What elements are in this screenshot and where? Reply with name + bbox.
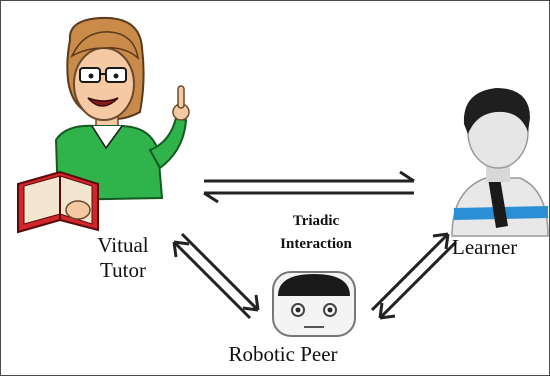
- virtual-tutor-illustration: [17, 16, 190, 234]
- arrows: [172, 170, 458, 320]
- triadic-interaction-label: Triadic Interaction: [240, 210, 392, 256]
- arrow-tutor-learner: [203, 170, 415, 204]
- tutor-label-line-1: Vitual: [97, 233, 149, 257]
- learner-label: Learner: [452, 235, 518, 259]
- robotic-peer-label: Robotic Peer: [228, 342, 338, 366]
- center-label-line-1: Triadic: [292, 213, 340, 229]
- virtual-tutor-label: Vitual Tutor: [58, 233, 188, 283]
- center-label-line-2: Interaction: [280, 236, 352, 252]
- robotic-peer-illustration: [272, 271, 356, 337]
- arrow-learner-peer: [370, 232, 458, 320]
- learner-avatar-illustration: [451, 88, 549, 237]
- arrow-tutor-peer: [172, 232, 260, 320]
- tutor-label-line-2: Tutor: [100, 258, 146, 282]
